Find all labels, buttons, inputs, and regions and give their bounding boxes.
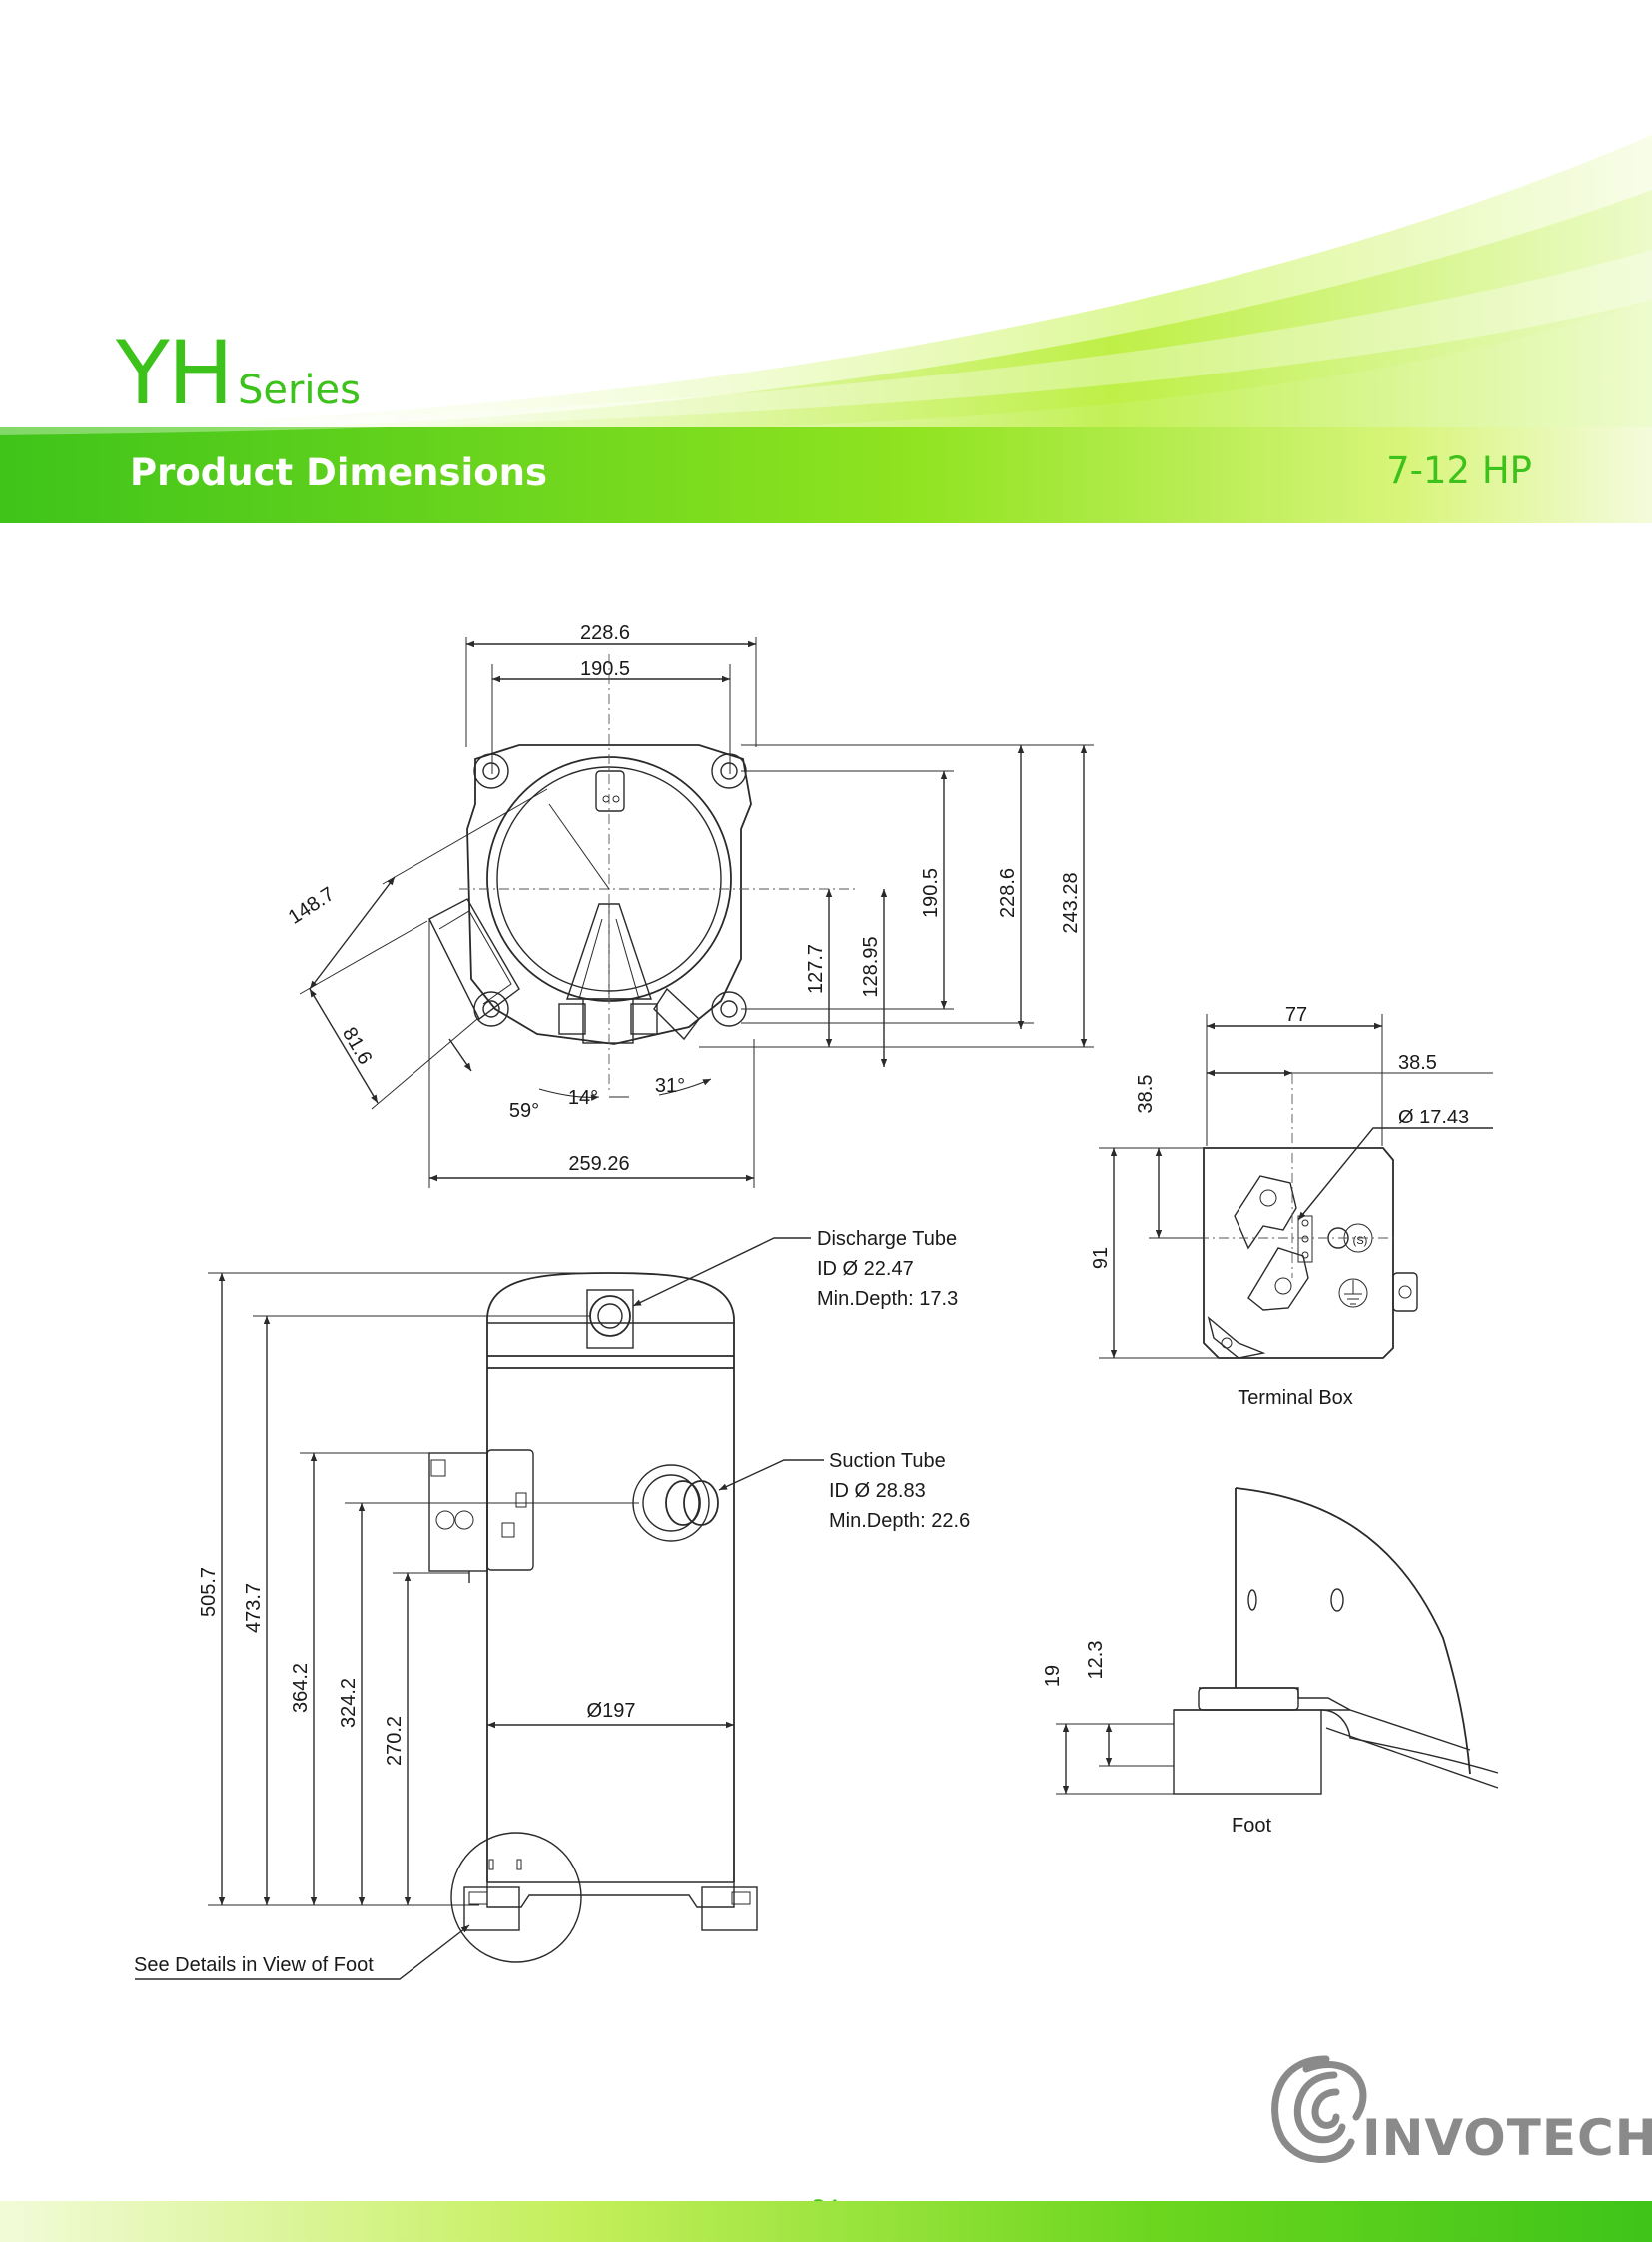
foot-h-a: 19: [1042, 1665, 1064, 1687]
dim-height-total: 243.28: [1060, 872, 1082, 933]
discharge-id: ID Ø 22.47: [817, 1258, 914, 1280]
dim-bottom-width: 259.26: [568, 1153, 629, 1175]
series-title-small: Series: [237, 368, 361, 413]
tb-width: 77: [1285, 1004, 1307, 1026]
angle-a: 59°: [509, 1100, 539, 1121]
hp-range-label: 7-12 HP: [1386, 449, 1532, 492]
foot-h-b: 12.3: [1085, 1641, 1107, 1680]
dim-depth-a: 127.7: [805, 944, 827, 994]
dim-h-discharge: 473.7: [243, 1583, 265, 1633]
foot-note: See Details in View of Foot: [134, 1954, 374, 1976]
foot-caption: Foot: [1232, 1815, 1271, 1837]
tb-height: 91: [1090, 1247, 1112, 1269]
dim-width-outer: 228.6: [580, 622, 630, 644]
invotech-logo: [1271, 2055, 1367, 2163]
terminal-box-view: (S) 77 38.5 Ø 17.43 38.5 91 Terminal Box: [1090, 1004, 1493, 1409]
suction-depth: Min.Depth: 22.6: [829, 1510, 970, 1532]
side-view: 505.7 473.7 364.2 324.2 270.2 Ø197 Disch…: [134, 1228, 970, 1980]
brand-name: INVOTECH: [1362, 2109, 1652, 2167]
discharge-depth: Min.Depth: 17.3: [817, 1288, 958, 1310]
dim-diameter: Ø197: [587, 1700, 636, 1722]
dim-diag-a: 148.7: [285, 883, 339, 929]
tb-caption: Terminal Box: [1238, 1387, 1353, 1409]
series-title-big: YH: [116, 322, 234, 424]
tb-vert-offset: 38.5: [1135, 1075, 1157, 1114]
dim-h-total: 505.7: [198, 1567, 220, 1617]
header-banner: [0, 135, 1652, 523]
dim-h-box-bottom: 270.2: [384, 1716, 406, 1766]
tb-offset: 38.5: [1398, 1052, 1437, 1074]
dim-width-mount: 190.5: [580, 658, 630, 680]
foot-view: 19 12.3 Foot: [1042, 1487, 1499, 1837]
discharge-title: Discharge Tube: [817, 1228, 957, 1250]
top-view: 228.6 190.5 19: [285, 622, 1094, 1188]
suction-title: Suction Tube: [829, 1450, 946, 1472]
dim-height-mount: 190.5: [920, 868, 942, 918]
dim-height-outer: 228.6: [997, 868, 1019, 918]
angle-c: 31°: [655, 1075, 685, 1097]
section-title: Product Dimensions: [130, 451, 547, 494]
footer-band: [0, 2201, 1652, 2242]
tb-hole: Ø 17.43: [1398, 1107, 1469, 1128]
dim-depth-b: 128.95: [860, 936, 882, 997]
angle-b: 14°: [568, 1087, 598, 1109]
dim-h-suction: 324.2: [338, 1678, 360, 1728]
suction-id: ID Ø 28.83: [829, 1480, 926, 1502]
dim-h-box-top: 364.2: [290, 1663, 312, 1713]
terminal-symbol-s: (S): [1353, 1235, 1368, 1247]
